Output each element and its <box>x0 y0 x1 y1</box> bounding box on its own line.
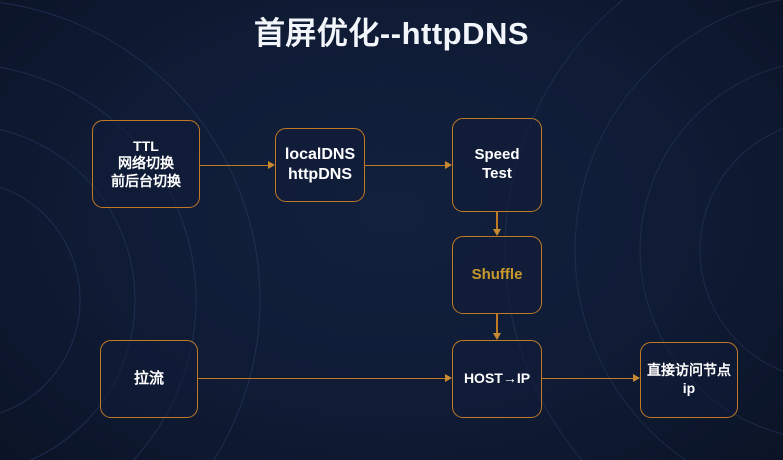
node-localdns-httpdns[interactable]: localDNS httpDNS <box>275 128 365 202</box>
node-speed-test-line-1: Speed <box>474 146 520 164</box>
node-shuffle[interactable]: Shuffle <box>452 236 542 314</box>
arrowhead-host-ip-to-direct-ip <box>633 374 640 383</box>
node-pull-stream-label: 拉流 <box>133 369 164 387</box>
node-dns-line-1: localDNS <box>284 145 356 163</box>
node-direct-access-ip-label: 直接访问节点ip <box>647 362 731 396</box>
page-title: 首屏优化--httpDNS <box>253 16 530 51</box>
node-dns-line-2: httpDNS <box>288 166 352 183</box>
node-direct-access-ip[interactable]: 直接访问节点ip <box>640 342 738 418</box>
node-host-to-ip[interactable]: HOST→IP <box>452 340 542 418</box>
connector-shuffle-to-host-ip <box>496 314 498 333</box>
connector-dns-to-speed-test <box>365 165 445 167</box>
node-host-to-ip-label: HOST→IP <box>463 370 531 387</box>
connector-host-ip-to-direct-ip <box>542 378 633 380</box>
arrowhead-dns-to-speed-test <box>445 161 452 170</box>
node-speed-test-line-2: Test <box>482 165 512 182</box>
connector-pull-stream-to-host-ip <box>198 378 445 380</box>
arrowhead-speed-test-to-shuffle <box>492 229 501 236</box>
node-ttl-line-2: 网络切换 <box>118 155 174 172</box>
node-pull-stream[interactable]: 拉流 <box>100 340 198 418</box>
node-ttl[interactable]: TTL 网络切换 前后台切换 <box>92 120 200 208</box>
arrowhead-shuffle-to-host-ip <box>492 333 501 340</box>
node-speed-test[interactable]: Speed Test <box>452 118 542 212</box>
arrowhead-ttl-to-dns <box>268 161 275 170</box>
node-shuffle-label: Shuffle <box>471 265 523 283</box>
connector-ttl-to-dns <box>200 165 268 167</box>
arrowhead-pull-stream-to-host-ip <box>445 374 452 383</box>
connector-speed-test-to-shuffle <box>496 212 498 229</box>
node-ttl-line-3: 前后台切换 <box>111 172 181 189</box>
node-ttl-line-1: TTL <box>133 137 159 154</box>
